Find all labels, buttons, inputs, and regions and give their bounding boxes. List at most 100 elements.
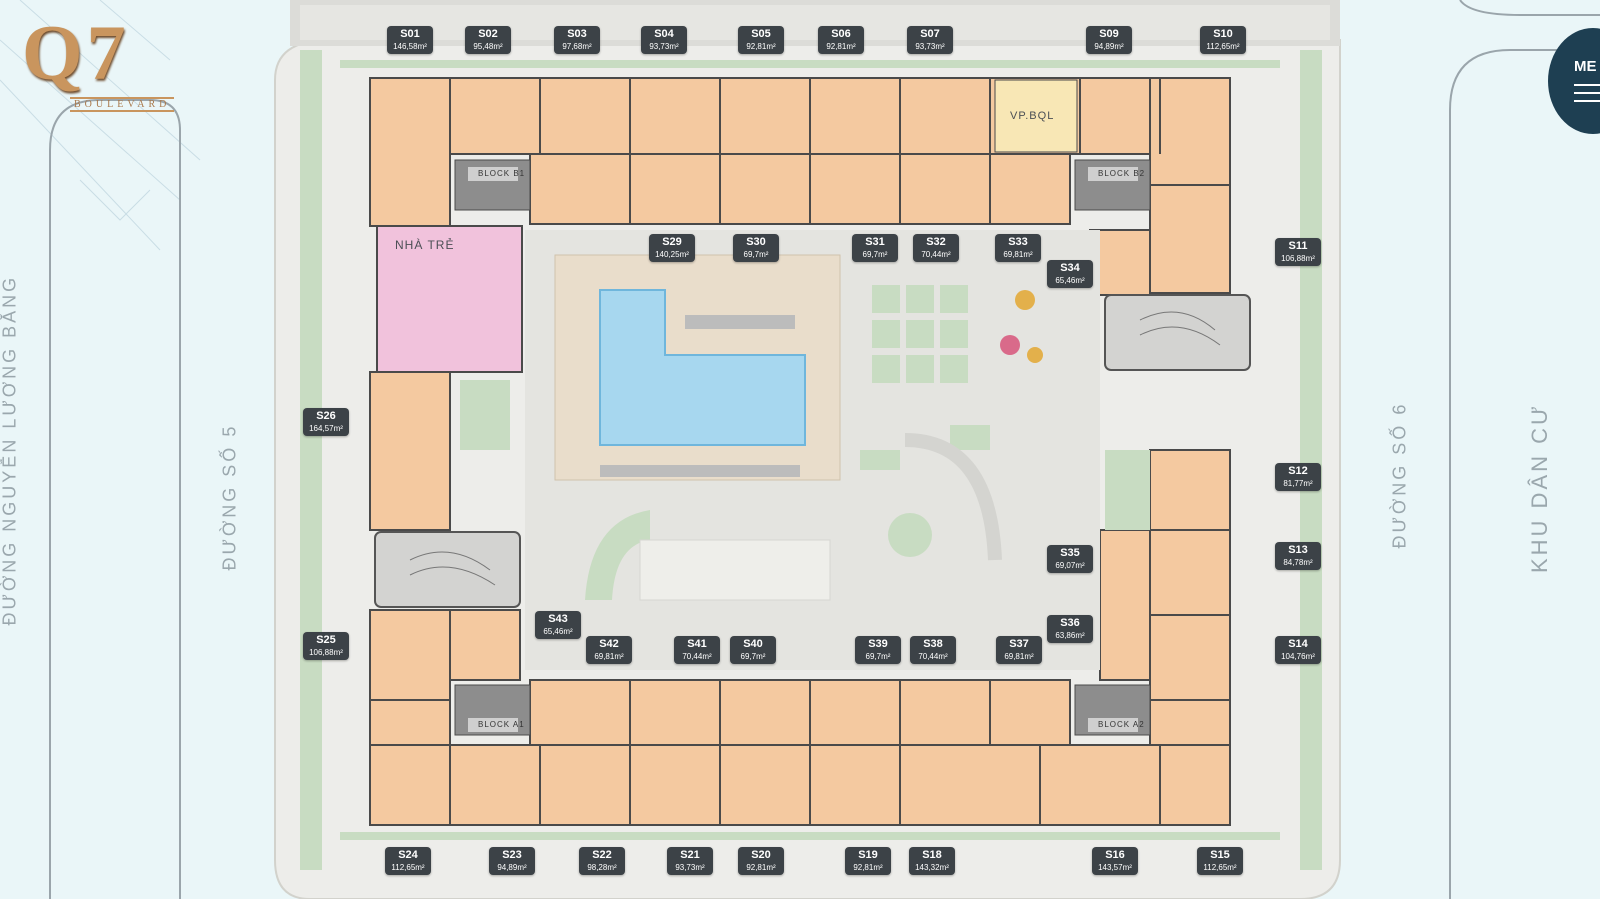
unit-tag-s12[interactable]: S12 81,77m² <box>1275 463 1321 491</box>
unit-tag-s01[interactable]: S01 146,58m² <box>387 26 433 54</box>
unit-area: 112,65m² <box>1203 863 1237 872</box>
road-label-nguyen-luong-bang: ĐƯỜNG NGUYỄN LƯƠNG BẰNG <box>0 274 20 626</box>
pool-deck-chairs <box>600 315 800 477</box>
unit-code: S24 <box>398 849 418 861</box>
unit-tag-s33[interactable]: S33 69,81m² <box>995 234 1041 262</box>
unit-code: S12 <box>1288 465 1308 477</box>
unit-code: S01 <box>400 28 420 40</box>
unit-area: 146,58m² <box>393 42 427 51</box>
road-label-khu-dan-cu: KHU DÂN CƯ <box>1527 403 1552 573</box>
unit-code: S21 <box>680 849 700 861</box>
unit-code: S02 <box>478 28 498 40</box>
unit-code: S26 <box>316 410 336 422</box>
unit-area: 95,48m² <box>473 42 503 51</box>
unit-code: S05 <box>751 28 771 40</box>
road-label-so6: ĐƯỜNG SỐ 6 <box>1389 401 1410 549</box>
unit-code: S34 <box>1060 262 1080 274</box>
unit-area: 94,89m² <box>1094 42 1124 51</box>
unit-code: S39 <box>868 638 888 650</box>
garden-arc <box>585 510 650 600</box>
lawn-areas <box>460 380 1150 557</box>
unit-area: 92,81m² <box>853 863 883 872</box>
unit-tag-s18[interactable]: S18 143,32m² <box>909 847 955 875</box>
logo-sub-text: BOULEVARD <box>70 97 175 112</box>
unit-area: 69,81m² <box>1004 652 1034 661</box>
unit-area: 81,77m² <box>1283 479 1313 488</box>
unit-code: S04 <box>654 28 674 40</box>
unit-code: S25 <box>316 634 336 646</box>
unit-code: S37 <box>1009 638 1029 650</box>
unit-area: 93,73m² <box>915 42 945 51</box>
unit-area: 69,81m² <box>1003 250 1033 259</box>
road-label-so5: ĐƯỜNG SỐ 5 <box>219 423 240 571</box>
unit-area: 106,88m² <box>1281 254 1315 263</box>
unit-code: S06 <box>831 28 851 40</box>
q7-boulevard-logo[interactable]: Q7 BOULEVARD <box>22 12 212 132</box>
unit-area: 93,73m² <box>675 863 705 872</box>
unit-dividers <box>370 78 1230 825</box>
unit-area: 70,44m² <box>682 652 712 661</box>
unit-area: 92,81m² <box>826 42 856 51</box>
unit-tag-s37[interactable]: S37 69,81m² <box>996 636 1042 664</box>
unit-area: 69,7m² <box>743 250 769 259</box>
unit-area: 63,86m² <box>1055 631 1085 640</box>
unit-code: S18 <box>922 849 942 861</box>
unit-tag-s06[interactable]: S06 92,81m² <box>818 26 864 54</box>
unit-tag-s04[interactable]: S04 93,73m² <box>641 26 687 54</box>
unit-code: S07 <box>920 28 940 40</box>
unit-area: 69,07m² <box>1055 561 1085 570</box>
unit-tag-s41[interactable]: S41 70,44m² <box>674 636 720 664</box>
unit-area: 84,78m² <box>1283 558 1313 567</box>
unit-code: S41 <box>687 638 707 650</box>
nursery-area <box>376 225 523 373</box>
unit-area: 93,73m² <box>649 42 679 51</box>
unit-area: 143,32m² <box>915 863 949 872</box>
unit-code: S14 <box>1288 638 1308 650</box>
hamburger-icon-line <box>1574 100 1600 102</box>
unit-area: 112,65m² <box>1206 42 1240 51</box>
unit-area: 70,44m² <box>918 652 948 661</box>
unit-area: 143,57m² <box>1098 863 1132 872</box>
unit-code: S32 <box>926 236 946 248</box>
unit-area: 94,89m² <box>497 863 527 872</box>
unit-code: S29 <box>662 236 682 248</box>
unit-tag-s07[interactable]: S07 93,73m² <box>907 26 953 54</box>
unit-tag-s02[interactable]: S02 95,48m² <box>465 26 511 54</box>
unit-area: 104,76m² <box>1281 652 1315 661</box>
unit-tag-s14[interactable]: S14 104,76m² <box>1275 636 1321 664</box>
unit-code: S33 <box>1008 236 1028 248</box>
unit-area: 98,28m² <box>587 863 617 872</box>
block-a1-label: BLOCK A1 <box>478 720 525 729</box>
unit-tag-s21[interactable]: S21 93,73m² <box>667 847 713 875</box>
unit-tag-s39[interactable]: S39 69,7m² <box>855 636 901 664</box>
nursery-label: NHÀ TRẺ <box>395 238 455 252</box>
unit-area: 69,7m² <box>865 652 891 661</box>
